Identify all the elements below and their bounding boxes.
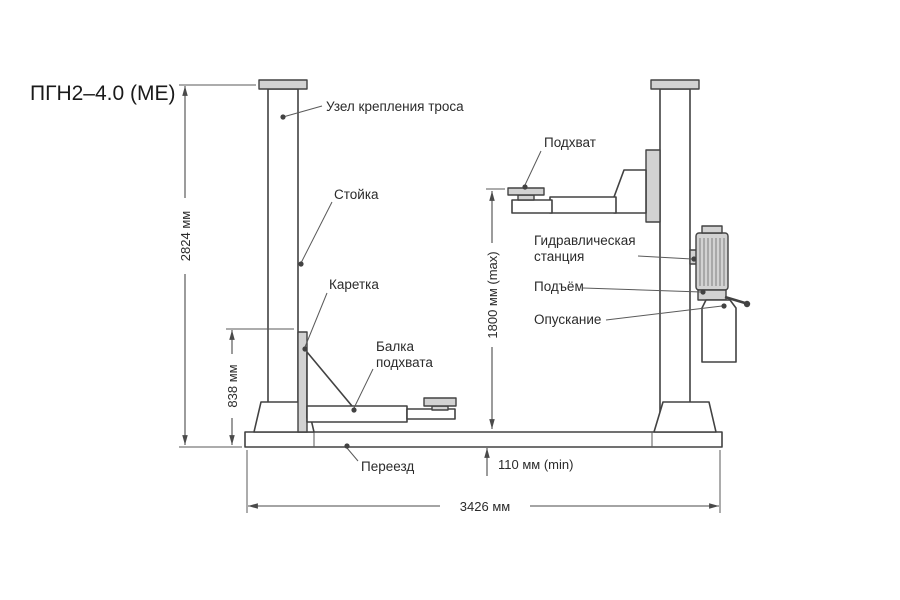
leader-dot-post [298, 261, 304, 267]
leader-dot-carriage [302, 346, 308, 352]
label-hydraulic-line1: Гидравлическая [534, 233, 636, 248]
right-carriage-assembly [507, 149, 661, 223]
left-pad [423, 397, 457, 407]
leader-dot-crossover [344, 443, 350, 449]
dim-lift-max: 1800 мм (max) [485, 188, 505, 429]
leader-dot-lift [700, 289, 706, 295]
right-post-cap [650, 79, 700, 90]
dim-carriage-height-text: 838 мм [225, 364, 240, 407]
right-carriage [645, 149, 661, 223]
label-lift: Подъём [534, 279, 584, 294]
label-cable-unit: Узел крепления троса [326, 99, 464, 114]
right-arm-bracket [613, 169, 647, 214]
label-hydraulic-line2: станция [534, 249, 584, 264]
label-crossover: Переезд [361, 459, 414, 474]
right-arm-extension [511, 199, 553, 214]
label-pickup: Подхват [544, 135, 596, 150]
leader-dot-beam [351, 407, 357, 413]
right-foot [653, 401, 717, 433]
page-title: ПГН2–4.0 (ME) [30, 82, 176, 105]
oil-tank [701, 299, 737, 363]
ramp-joints [313, 432, 653, 447]
dim-lift-max-text: 1800 мм (max) [485, 251, 500, 338]
motor-cap [701, 225, 723, 234]
release-lever [724, 295, 746, 305]
dim-clearance-min-text: 110 мм (min) [498, 457, 573, 472]
left-post [258, 79, 308, 433]
leader-dot-cable-unit [280, 114, 286, 120]
lever-knob [743, 300, 751, 308]
dim-total-width: 3426 мм [246, 450, 721, 514]
base-plate [244, 431, 723, 448]
hydraulic-station [689, 225, 751, 363]
leaders [280, 105, 727, 462]
dim-carriage-height: 838 мм [225, 328, 294, 445]
label-beam-line2: подхвата [376, 355, 433, 370]
left-arm [306, 405, 408, 423]
leader-dot-lowering [721, 303, 727, 309]
dim-total-height-text: 2824 мм [178, 211, 193, 261]
right-pad-stem [517, 194, 535, 201]
label-lowering: Опускание [534, 312, 601, 327]
base-frame [244, 401, 723, 448]
dim-total-width-text: 3426 мм [460, 499, 510, 514]
right-arm [549, 196, 617, 214]
label-post: Стойка [334, 187, 379, 202]
left-arm-extension [406, 408, 456, 420]
left-post-cap [258, 79, 308, 90]
dim-clearance-min: 110 мм (min) [484, 448, 573, 476]
leader-dot-pickup [522, 184, 528, 190]
label-beam-line1: Балка [376, 339, 414, 354]
label-carriage: Каретка [329, 277, 379, 292]
dim-total-height: 2824 мм [178, 84, 256, 448]
motor-fins [699, 238, 725, 286]
leader-dot-hydraulic [691, 256, 697, 262]
left-carriage-assembly [297, 331, 457, 433]
